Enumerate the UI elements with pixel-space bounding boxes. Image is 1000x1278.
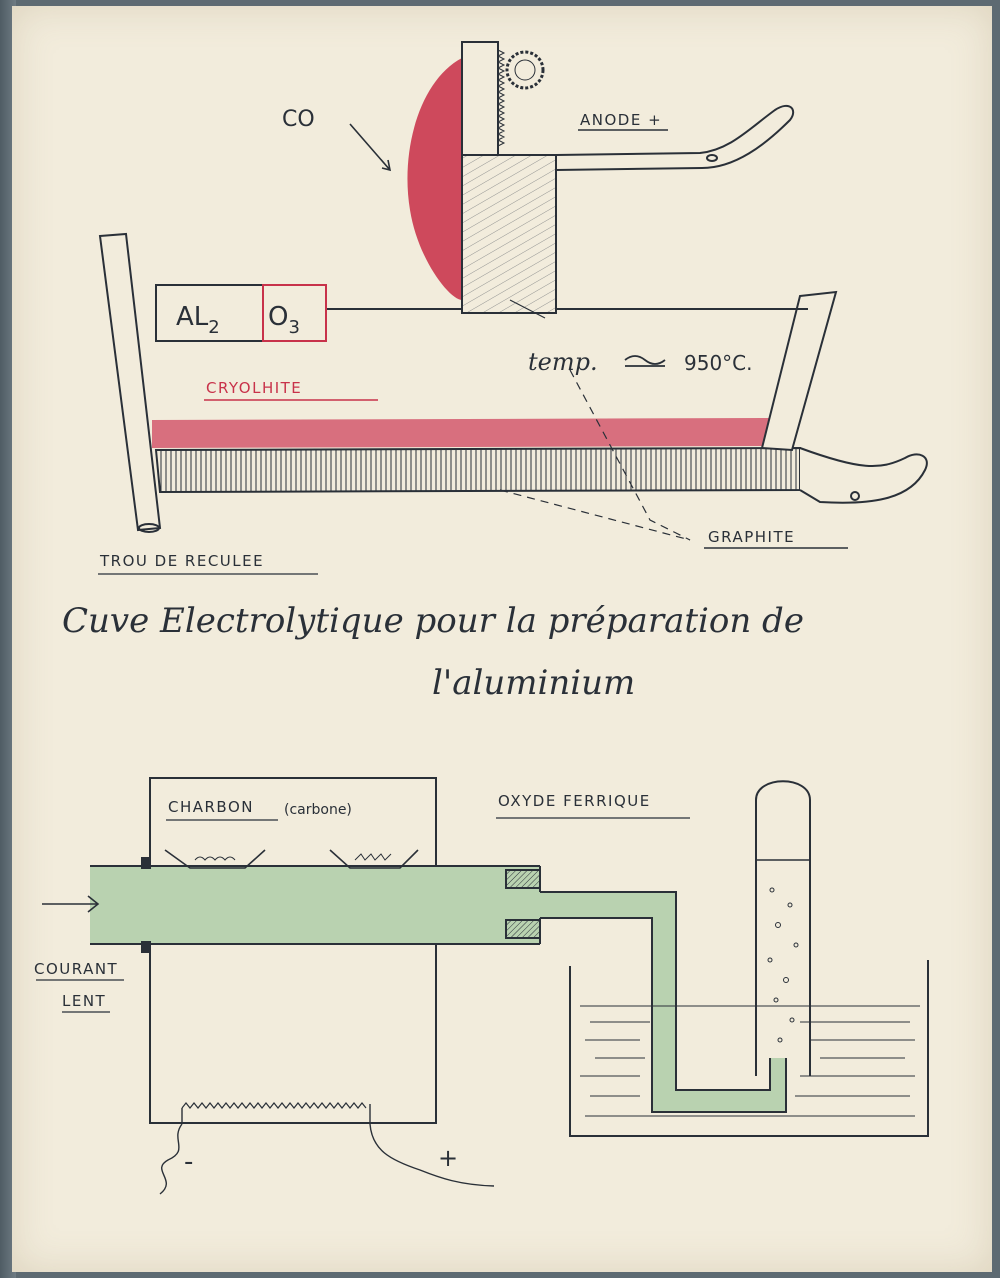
caption-line-1: Cuve Electrolytique pour la préparation … bbox=[62, 601, 804, 641]
drain-label: TROU DE RECULEE bbox=[99, 552, 264, 570]
graphite-pointer bbox=[499, 489, 691, 541]
co-arrow bbox=[349, 123, 392, 172]
graphite-label: GRAPHITE bbox=[708, 528, 795, 546]
formula-o: O3 bbox=[268, 302, 300, 338]
water-waves bbox=[580, 1005, 920, 1117]
carbone-label: (carbone) bbox=[284, 802, 352, 818]
temp-pointer bbox=[569, 369, 691, 541]
co-label: CO bbox=[282, 107, 315, 132]
right-post bbox=[760, 290, 838, 452]
courant-label: COURANT bbox=[34, 960, 118, 978]
anode-rack bbox=[461, 41, 499, 156]
gear-icon bbox=[505, 50, 545, 90]
graphite-lining bbox=[154, 446, 801, 494]
oxyde-label: OXYDE FERRIQUE bbox=[498, 792, 651, 810]
lent-label: LENT bbox=[62, 992, 106, 1010]
left-post bbox=[98, 232, 162, 532]
minus-label: - bbox=[184, 1147, 193, 1177]
caption-line-2: l'aluminium bbox=[432, 663, 635, 703]
tube-seal-top bbox=[505, 869, 541, 889]
cryolite-bath bbox=[152, 418, 770, 448]
co-gas-cloud bbox=[407, 58, 462, 300]
anode-arm bbox=[555, 104, 795, 171]
charcoal-heap-2 bbox=[329, 849, 419, 869]
water-tank bbox=[569, 960, 929, 1137]
anode-block bbox=[461, 154, 557, 314]
drain-hole bbox=[138, 523, 160, 533]
right-handle bbox=[799, 447, 928, 504]
charbon-label: CHARBON bbox=[168, 798, 254, 816]
anode-label: ANODE + bbox=[580, 111, 662, 129]
heating-coil bbox=[181, 1102, 367, 1109]
charcoal-heap-1 bbox=[164, 849, 266, 869]
electrolytic-cell bbox=[98, 41, 928, 575]
wire-positive bbox=[369, 1123, 495, 1187]
plus-label: + bbox=[438, 1144, 458, 1172]
tube-seal-bottom bbox=[505, 919, 541, 939]
rack-teeth bbox=[496, 49, 506, 147]
gas-collection-tube bbox=[755, 780, 811, 1076]
temp-label: temp. bbox=[528, 348, 598, 376]
cryolite-label: CRYOLHITE bbox=[206, 379, 302, 397]
handle-rivet bbox=[850, 491, 860, 501]
gas-tube bbox=[90, 866, 786, 1112]
wire-negative bbox=[159, 1123, 183, 1195]
gas-bubbles bbox=[767, 887, 799, 1043]
reduction-apparatus bbox=[36, 777, 929, 1195]
temp-value: 950°C. bbox=[684, 351, 753, 375]
alumina-box-o bbox=[262, 284, 327, 342]
furnace-box bbox=[149, 777, 437, 1124]
current-arrow bbox=[42, 895, 100, 913]
formula-al: AL2 bbox=[176, 302, 220, 338]
